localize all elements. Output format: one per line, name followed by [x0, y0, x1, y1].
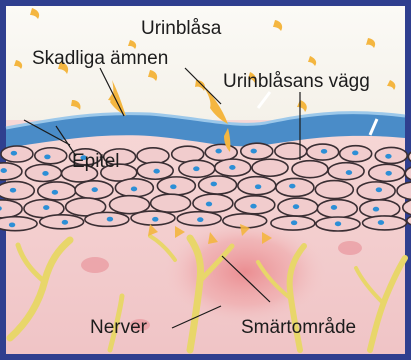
epithelial-cell — [292, 161, 328, 178]
epithelial-cell — [1, 146, 33, 162]
epithelial-cell — [199, 176, 237, 194]
cell-nucleus — [44, 154, 50, 159]
cell-nucleus — [62, 220, 68, 225]
cell-nucleus — [251, 149, 257, 154]
cell-nucleus — [152, 217, 158, 222]
cell-nucleus — [1, 168, 7, 173]
cell-nucleus — [346, 170, 352, 175]
epithelial-cell — [275, 143, 307, 159]
cell-nucleus — [255, 184, 261, 189]
cell-nucleus — [211, 182, 217, 187]
pain-area-glow — [160, 217, 330, 327]
label-urinblasans-vagg: Urinblåsans vägg — [223, 71, 370, 92]
cell-nucleus — [385, 171, 391, 176]
cell-nucleus — [131, 187, 137, 192]
label-nerver: Nerver — [90, 317, 148, 338]
cell-nucleus — [289, 184, 295, 189]
cell-nucleus — [335, 221, 341, 226]
epithelial-cell — [0, 217, 37, 231]
cell-nucleus — [10, 188, 16, 193]
cell-nucleus — [293, 204, 299, 209]
epithelial-cell — [315, 181, 353, 199]
label-epitel: Epitel — [72, 151, 120, 172]
vessel-blotch — [338, 241, 362, 255]
cell-nucleus — [92, 187, 98, 192]
cell-nucleus — [376, 187, 382, 192]
epithelial-cell — [223, 214, 267, 228]
epithelial-cell — [317, 200, 357, 218]
cell-nucleus — [193, 166, 199, 171]
label-skadliga-amnen: Skadliga ämnen — [32, 48, 168, 69]
epithelial-cell — [252, 159, 288, 176]
cell-nucleus — [385, 154, 391, 159]
cell-nucleus — [42, 171, 48, 176]
epithelial-cell — [151, 194, 191, 212]
cell-nucleus — [9, 222, 15, 227]
cell-nucleus — [250, 204, 256, 209]
cell-nucleus — [206, 202, 212, 207]
epithelial-cell — [35, 148, 67, 164]
epithelial-cell — [40, 215, 84, 229]
cell-nucleus — [107, 217, 113, 222]
epithelial-cell — [157, 177, 195, 195]
cell-nucleus — [170, 184, 176, 189]
epithelial-cell — [360, 200, 400, 218]
cell-nucleus — [11, 151, 17, 156]
cell-nucleus — [378, 220, 384, 225]
cell-nucleus — [43, 205, 49, 210]
cell-nucleus — [352, 150, 358, 155]
cell-nucleus — [331, 205, 337, 210]
cell-nucleus — [373, 207, 379, 212]
cell-nucleus — [229, 165, 235, 170]
epithelial-cell — [328, 163, 364, 180]
epithelial-cell — [276, 178, 314, 196]
cell-nucleus — [153, 169, 159, 174]
epithelial-cell — [0, 182, 34, 200]
vessel-blotch — [81, 257, 109, 273]
epithelial-cell — [137, 148, 169, 164]
epithelial-cell — [363, 216, 407, 230]
epithelial-cell — [193, 194, 233, 212]
cell-nucleus — [321, 149, 327, 154]
cell-nucleus — [197, 217, 203, 222]
label-urinblasa: Urinblåsa — [141, 18, 222, 39]
cell-nucleus — [215, 149, 221, 154]
label-smartomrade: Smärtområde — [241, 317, 356, 338]
cell-nucleus — [52, 190, 58, 195]
cell-nucleus — [291, 220, 297, 225]
